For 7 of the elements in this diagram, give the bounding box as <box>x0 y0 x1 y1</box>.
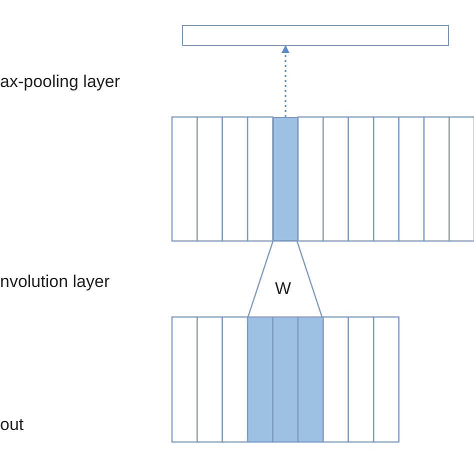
weight-label: W <box>275 279 292 299</box>
layer-label: ax-pooling layer <box>0 72 120 92</box>
highlighted-column <box>273 117 298 241</box>
output-box <box>182 25 449 46</box>
layer-label: out <box>0 415 24 435</box>
layer-label: nvolution layer <box>0 272 110 292</box>
arrow <box>282 45 290 117</box>
